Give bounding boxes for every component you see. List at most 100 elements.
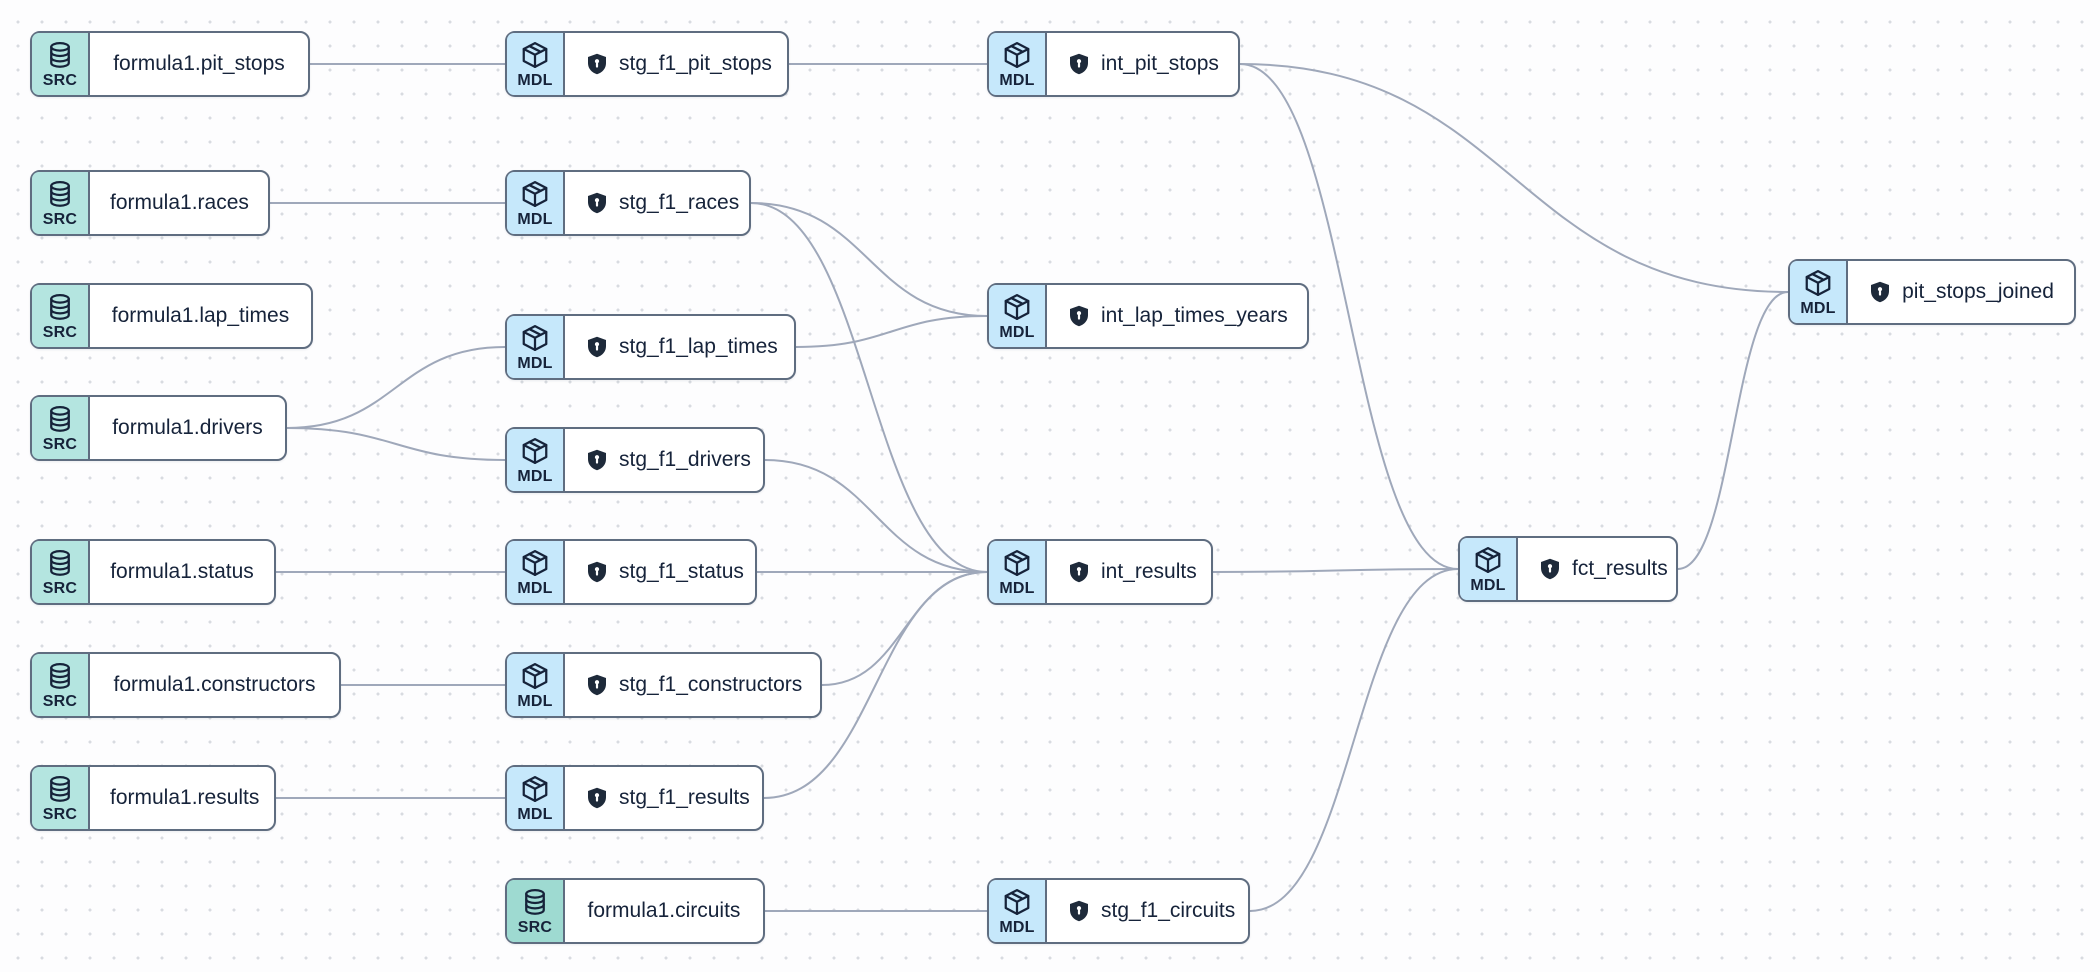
cube-icon <box>1002 40 1032 70</box>
node-label: formula1.circuits <box>587 899 741 922</box>
node-formula1.constructors[interactable]: SRC formula1.constructors <box>30 652 341 718</box>
shield-icon <box>585 335 609 359</box>
shield-icon <box>585 786 609 810</box>
badge-label: MDL <box>517 692 553 710</box>
node-body: formula1.drivers <box>90 397 285 459</box>
edge-src_drivers-to-stg_lap_times <box>286 346 506 429</box>
node-formula1.results[interactable]: SRC formula1.results <box>30 765 276 831</box>
database-icon <box>45 40 75 70</box>
cube-icon <box>520 40 550 70</box>
node-body: pit_stops_joined <box>1848 261 2074 323</box>
badge-label: SRC <box>42 692 78 710</box>
node-body: stg_f1_results <box>565 767 770 829</box>
node-label: stg_f1_constructors <box>619 673 803 696</box>
shield-icon <box>1067 304 1091 328</box>
shield-icon <box>585 191 609 215</box>
node-body: stg_f1_circuits <box>1047 880 1255 942</box>
model-type-badge: MDL <box>989 33 1047 95</box>
edge-fct_results-to-pit_stops_joined <box>1677 291 1789 570</box>
node-formula1.status[interactable]: SRC formula1.status <box>30 539 276 605</box>
model-type-badge: MDL <box>1790 261 1848 323</box>
node-body: formula1.constructors <box>90 654 339 716</box>
badge-label: MDL <box>517 467 553 485</box>
node-label: formula1.pit_stops <box>113 52 285 75</box>
badge-label: MDL <box>1800 299 1836 317</box>
model-type-badge: MDL <box>507 33 565 95</box>
source-type-badge: SRC <box>32 285 90 347</box>
badge-label: MDL <box>517 579 553 597</box>
node-label: pit_stops_joined <box>1902 280 2054 303</box>
cube-icon <box>1803 268 1833 298</box>
edge-stg_drivers-to-int_results <box>764 459 988 573</box>
node-body: stg_f1_constructors <box>565 654 822 716</box>
badge-label: SRC <box>517 918 553 936</box>
badge-label: MDL <box>1470 576 1506 594</box>
node-stg_f1_pit_stops[interactable]: MDL stg_f1_pit_stops <box>505 31 789 97</box>
node-label: stg_f1_pit_stops <box>619 52 772 75</box>
model-type-badge: MDL <box>507 172 565 234</box>
edge-stg_results-to-int_results <box>763 571 988 799</box>
shield-icon <box>585 673 609 697</box>
edge-stg_circuits-to-fct_results <box>1249 568 1459 912</box>
edge-int_pit_stops-to-fct_results <box>1239 63 1459 570</box>
model-type-badge: MDL <box>1460 538 1518 600</box>
badge-label: SRC <box>42 805 78 823</box>
edge-stg_constructors-to-int_results <box>821 571 988 686</box>
shield-icon <box>1067 52 1091 76</box>
node-stg_f1_drivers[interactable]: MDL stg_f1_drivers <box>505 427 765 493</box>
node-body: stg_f1_drivers <box>565 429 771 491</box>
badge-label: MDL <box>999 71 1035 89</box>
node-formula1.circuits[interactable]: SRC formula1.circuits <box>505 878 765 944</box>
cube-icon <box>1002 887 1032 917</box>
node-stg_f1_races[interactable]: MDL stg_f1_races <box>505 170 751 236</box>
node-stg_f1_constructors[interactable]: MDL stg_f1_constructors <box>505 652 822 718</box>
node-body: formula1.circuits <box>565 880 763 942</box>
node-label: formula1.races <box>110 191 249 214</box>
cube-icon <box>1002 548 1032 578</box>
shield-icon <box>1538 557 1562 581</box>
cube-icon <box>520 661 550 691</box>
database-icon <box>45 548 75 578</box>
edge-src_drivers-to-stg_drivers <box>286 427 506 461</box>
cube-icon <box>520 179 550 209</box>
node-label: stg_f1_races <box>619 191 740 214</box>
shield-icon <box>1067 560 1091 584</box>
shield-icon <box>585 560 609 584</box>
node-body: formula1.status <box>90 541 274 603</box>
edge-int_pit_stops-to-pit_stops_joined <box>1239 63 1789 293</box>
model-type-badge: MDL <box>989 285 1047 347</box>
model-type-badge: MDL <box>507 654 565 716</box>
node-body: formula1.results <box>90 767 279 829</box>
model-type-badge: MDL <box>507 316 565 378</box>
node-body: fct_results <box>1518 538 1688 600</box>
node-body: int_lap_times_years <box>1047 285 1308 347</box>
shield-icon <box>585 448 609 472</box>
node-pit_stops_joined[interactable]: MDL pit_stops_joined <box>1788 259 2076 325</box>
node-label: stg_f1_drivers <box>619 448 751 471</box>
shield-icon <box>1067 899 1091 923</box>
badge-label: MDL <box>517 210 553 228</box>
cube-icon <box>520 548 550 578</box>
edge-stg_lap_times-to-int_lap_times_years <box>795 315 988 348</box>
node-label: formula1.constructors <box>113 673 316 696</box>
badge-label: MDL <box>517 71 553 89</box>
node-body: stg_f1_status <box>565 541 764 603</box>
badge-label: MDL <box>517 354 553 372</box>
badge-label: SRC <box>42 579 78 597</box>
database-icon <box>45 774 75 804</box>
model-type-badge: MDL <box>507 767 565 829</box>
source-type-badge: SRC <box>32 541 90 603</box>
